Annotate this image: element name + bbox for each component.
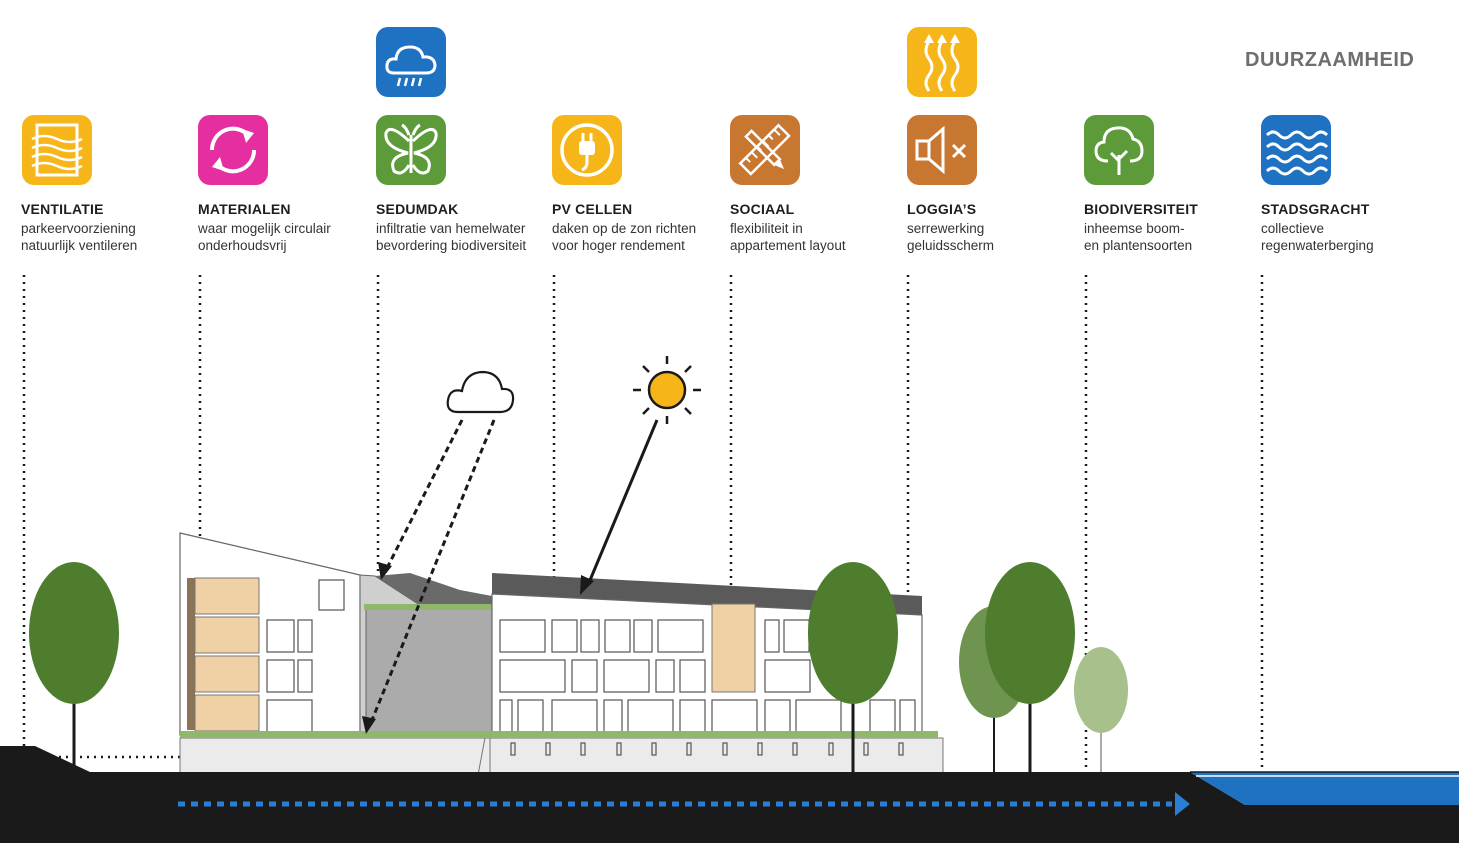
feature-line: en plantensoorten [1084,238,1193,253]
feature-line: serrewerking [907,221,985,236]
tree-right-pale [1074,647,1128,775]
feature-line: collectieve [1261,221,1325,236]
feature-line: geluidsscherm [907,238,995,253]
feature-line: parkeervoorziening [21,221,136,236]
speaker-mute-icon [907,115,977,185]
tree-middle [808,562,898,775]
feature-title: LOGGIA’S [907,201,977,217]
feature-biodiversiteit: BIODIVERSITEIT inheemse boom- en planten… [1084,201,1262,254]
feature-line: flexibiliteit in [730,221,803,236]
feature-line: regenwaterberging [1261,238,1374,253]
feature-title: SEDUMDAK [376,201,459,217]
feature-pv-cellen: PV CELLEN daken op de zon richten voor h… [552,201,730,254]
sun [633,356,701,424]
feature-line: inheemse boom- [1084,221,1185,236]
courtyard-block [365,607,493,736]
feature-loggias: LOGGIA’S serrewerking geluidsscherm [907,201,1085,254]
feature-line: waar mogelijk circulair [198,221,331,236]
plug-icon [552,115,622,185]
page-title: DUURZAAMHEID [1245,49,1415,71]
feature-sedumdak: SEDUMDAK infiltratie van hemelwater bevo… [376,201,554,254]
recycle-icon [198,115,268,185]
feature-line: onderhoudsvrij [198,238,287,253]
tree-right-front [985,562,1075,775]
feature-line: natuurlijk ventileren [21,238,138,253]
feature-line: daken op de zon richten [552,221,697,236]
feature-title: STADSGRACHT [1261,201,1370,217]
feature-stadsgracht: STADSGRACHT collectieve regenwaterbergin… [1261,201,1439,254]
feature-title: BIODIVERSITEIT [1084,201,1199,217]
ventilation-icon [22,115,92,185]
feature-ventilatie: VENTILATIE parkeervoorziening natuurlijk… [21,201,199,254]
canal-water [1190,772,1459,805]
rain-cloud-icon [376,27,446,97]
feature-line: bevordering biodiversiteit [376,238,527,253]
feature-title: VENTILATIE [21,201,104,217]
wooden-balconies [187,577,260,732]
butterfly-icon [376,115,446,185]
ruler-pencil-icon [730,115,800,185]
tree-icon [1084,115,1154,185]
feature-line: voor hoger rendement [552,238,685,253]
sedum-roof [364,604,492,610]
feature-materialen: MATERIALEN waar mogelijk circulair onder… [198,201,376,254]
water-flow-arrowhead [1175,792,1190,816]
ground [0,746,1459,843]
feature-sociaal: SOCIAAL flexibiliteit in appartement lay… [730,201,908,254]
tree-left [29,562,119,770]
feature-title: PV CELLEN [552,201,633,217]
feature-line: infiltratie van hemelwater [376,221,526,236]
waves-icon [1261,115,1331,185]
heat-waves-icon [907,27,977,97]
feature-title: MATERIALEN [198,201,291,217]
feature-title: SOCIAAL [730,201,795,217]
feature-line: appartement layout [730,238,846,253]
cloud-outline [446,370,515,414]
